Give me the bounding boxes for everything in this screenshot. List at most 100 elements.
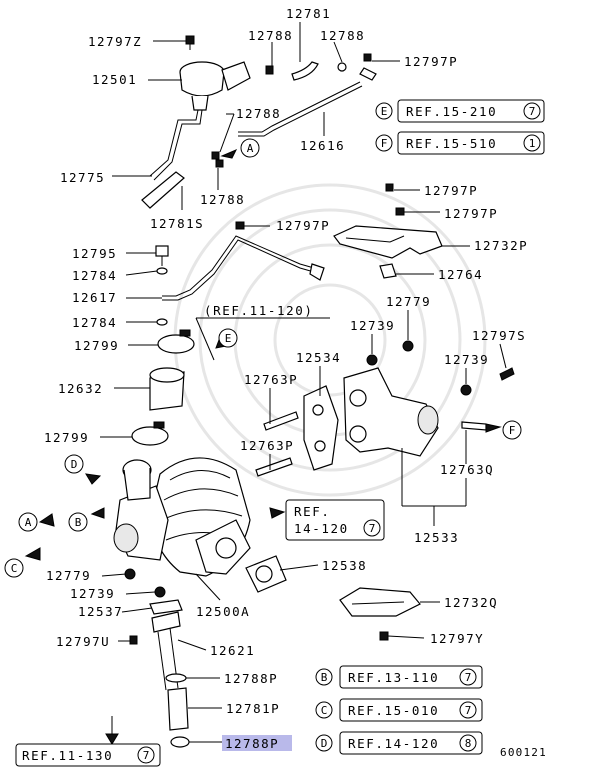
elbow-12533[interactable] (343, 367, 439, 457)
label-12533[interactable]: 12533 (414, 530, 459, 545)
marker-f: F (502, 420, 522, 440)
label-12763p-b[interactable]: 12763P (240, 438, 294, 453)
nut-12739-lower[interactable] (154, 586, 166, 598)
pipe-12621[interactable] (151, 611, 181, 691)
part-labels[interactable]: 12781 12797Z 12788 12788 12797P 12501 12… (44, 6, 528, 751)
clip-12788-top-right[interactable] (337, 62, 347, 72)
label-12500a[interactable]: 12500A (196, 604, 250, 619)
nut-12739-right[interactable] (460, 384, 472, 396)
clip-12788-mid[interactable] (211, 151, 224, 168)
label-12537[interactable]: 12537 (78, 604, 123, 619)
label-12775[interactable]: 12775 (60, 170, 105, 185)
eyebolt-12795[interactable] (155, 245, 169, 266)
label-12739-b[interactable]: 12739 (444, 352, 489, 367)
ref-box-14-120[interactable]: REF. 14-120 7 (285, 499, 385, 541)
label-12797z[interactable]: 12797Z (88, 34, 142, 49)
hose-12632[interactable] (149, 367, 185, 411)
label-12534[interactable]: 12534 (296, 350, 341, 365)
clip-12788-top-left[interactable] (265, 65, 274, 75)
clamp-12788p-lower[interactable] (170, 736, 190, 748)
gasket-12538[interactable] (245, 555, 287, 593)
wastegate-actuator[interactable] (149, 61, 251, 181)
heat-shield-12732p[interactable] (333, 225, 443, 259)
label-12799-a[interactable]: 12799 (74, 338, 119, 353)
svg-text:(REF.11-120): (REF.11-120) (204, 303, 314, 318)
label-12797s[interactable]: 12797S (472, 328, 526, 343)
nut-12779-lower[interactable] (124, 568, 136, 580)
label-12739-a[interactable]: 12739 (350, 318, 395, 333)
clamp-12788p-upper[interactable] (165, 673, 187, 683)
label-12788p-b[interactable]: 12788P (225, 736, 279, 751)
hose-12781s[interactable] (141, 171, 185, 209)
label-12797p-b[interactable]: 12797P (276, 218, 330, 233)
gasket-12534[interactable] (303, 385, 339, 471)
label-12763p-a[interactable]: 12763P (244, 372, 298, 387)
bolt-12797p-shield-a[interactable] (385, 183, 394, 192)
label-12784-b[interactable]: 12784 (72, 315, 117, 330)
ref-11-120[interactable]: (REF.11-120) (204, 303, 314, 318)
gasket-12784-top[interactable] (156, 267, 168, 275)
ref-box-d[interactable]: D REF.14-120 8 (315, 731, 483, 755)
ref-box-f[interactable]: F REF.15-510 1 (375, 131, 545, 155)
label-12732p[interactable]: 12732P (474, 238, 528, 253)
label-12732q[interactable]: 12732Q (444, 595, 498, 610)
label-12797u[interactable]: 12797U (56, 634, 110, 649)
label-12788-a[interactable]: 12788 (248, 28, 293, 43)
stud-12763p-lower[interactable] (255, 457, 293, 477)
label-12779-a[interactable]: 12779 (386, 294, 431, 309)
label-12788-d[interactable]: 12788 (200, 192, 245, 207)
label-12788p-a[interactable]: 12788P (224, 671, 278, 686)
label-12538[interactable]: 12538 (322, 558, 367, 573)
clamp-12799-bottom[interactable] (131, 421, 169, 446)
bolt-12797y[interactable] (379, 631, 389, 641)
label-12781[interactable]: 12781 (286, 6, 331, 21)
label-12781s[interactable]: 12781S (150, 216, 204, 231)
label-12797y[interactable]: 12797Y (430, 631, 484, 646)
svg-text:E: E (381, 105, 388, 118)
label-12617[interactable]: 12617 (72, 290, 117, 305)
ref-box-e[interactable]: E REF.15-210 7 (375, 99, 545, 123)
bolt-12797p-top[interactable] (359, 53, 377, 81)
gasket-12537[interactable] (149, 599, 183, 615)
label-12779-b[interactable]: 12779 (46, 568, 91, 583)
gasket-12538-left[interactable] (195, 519, 251, 575)
bracket-12764[interactable] (379, 263, 397, 279)
bolt-12797p-mid[interactable] (235, 221, 245, 230)
bolt-12797s[interactable] (499, 367, 515, 381)
bolt-12797p-shield-b[interactable] (395, 207, 405, 216)
nut-12739-upper[interactable] (366, 354, 378, 366)
bolt-12797z[interactable] (185, 35, 195, 50)
label-12616[interactable]: 12616 (300, 138, 345, 153)
label-12763q[interactable]: 12763Q (440, 462, 494, 477)
label-12795[interactable]: 12795 (72, 246, 117, 261)
label-12797p-d[interactable]: 12797P (444, 206, 498, 221)
pipe-12616[interactable] (238, 81, 363, 137)
label-12799-b[interactable]: 12799 (44, 430, 89, 445)
label-12784-a[interactable]: 12784 (72, 268, 117, 283)
stud-12763q[interactable] (461, 421, 487, 431)
ref-box-b[interactable]: B REF.13-110 7 (315, 665, 483, 689)
ref-box-c[interactable]: C REF.15-010 7 (315, 698, 483, 722)
label-12501[interactable]: 12501 (92, 72, 137, 87)
label-12621[interactable]: 12621 (210, 643, 255, 658)
svg-text:REF.: REF. (294, 504, 331, 519)
label-12632[interactable]: 12632 (58, 381, 103, 396)
hose-12781p[interactable] (167, 687, 189, 731)
clamp-12799-top[interactable] (157, 329, 195, 354)
label-12797p-a[interactable]: 12797P (404, 54, 458, 69)
pipe-12617[interactable] (162, 235, 325, 301)
label-12797p-c[interactable]: 12797P (424, 183, 478, 198)
hose-12781[interactable] (291, 61, 319, 81)
stud-12763p-upper[interactable] (263, 411, 299, 431)
nut-12779-upper[interactable] (402, 340, 414, 352)
bolt-12797u[interactable] (129, 635, 138, 645)
label-12788-b[interactable]: 12788 (320, 28, 365, 43)
heat-shield-12732q[interactable] (339, 587, 421, 617)
label-12788-c[interactable]: 12788 (236, 106, 281, 121)
ref-box-11-130[interactable]: REF.11-130 7 (15, 743, 161, 767)
gasket-12784-bottom[interactable] (156, 318, 168, 326)
svg-text:E: E (225, 332, 232, 345)
label-12739-c[interactable]: 12739 (70, 586, 115, 601)
label-12781p[interactable]: 12781P (226, 701, 280, 716)
label-12764[interactable]: 12764 (438, 267, 483, 282)
